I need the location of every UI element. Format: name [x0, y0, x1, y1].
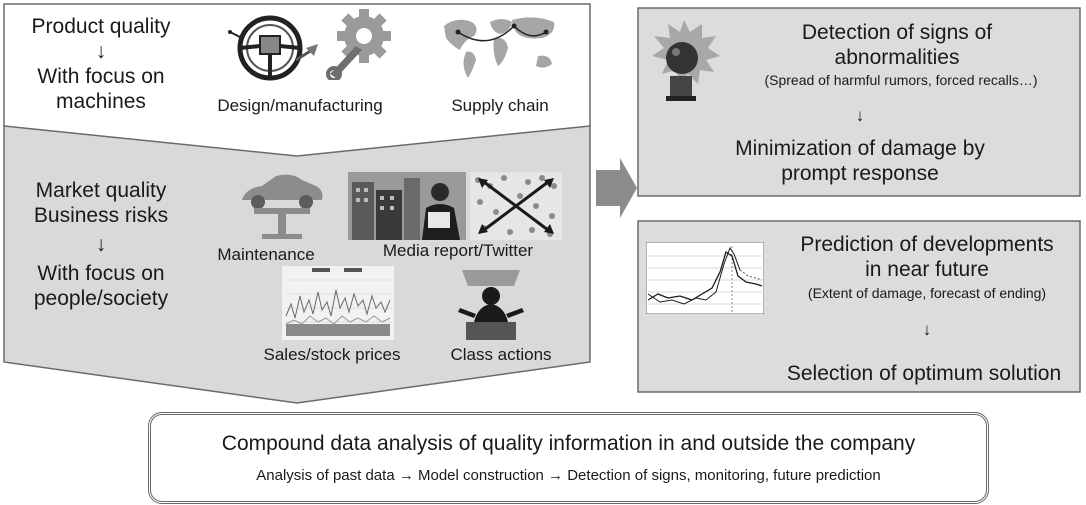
class-action-icon — [458, 270, 524, 340]
wrench-gear-icon — [326, 9, 391, 80]
car-lift-icon — [242, 174, 323, 239]
design-manufacturing-label: Design/manufacturing — [217, 96, 383, 115]
forecast-chart-thumbnail — [646, 242, 764, 314]
result-line-1: Minimization of damage by — [735, 137, 985, 160]
world-map-icon — [444, 17, 555, 78]
optimum-solution-text: Selection of optimum solution — [786, 362, 1062, 385]
prediction-title: Prediction of developments in near futur… — [772, 232, 1082, 282]
title-line: With focus on — [37, 262, 165, 285]
social-network-icon — [470, 172, 562, 240]
minimization-text: Minimization of damage by prompt respons… — [640, 136, 1080, 186]
down-arrow: ↓ — [95, 233, 107, 256]
prediction-line-2: in near future — [865, 258, 989, 281]
compound-analysis-title: Compound data analysis of quality inform… — [221, 432, 916, 455]
title-line: Market quality — [35, 179, 167, 202]
result-line-2: prompt response — [781, 162, 939, 185]
class-actions-label: Class actions — [450, 345, 552, 364]
prediction-down-arrow: ↓ — [922, 320, 932, 339]
media-report-label: Media report/Twitter — [382, 241, 534, 260]
compound-analysis-box: Compound data analysis of quality inform… — [148, 412, 989, 504]
product-quality-title: Product quality ↓ With focus on machines — [8, 14, 194, 114]
flow-arrow — [596, 158, 637, 218]
prediction-detail: (Extent of damage, forecast of ending) — [807, 285, 1047, 301]
supply-chain-label: Supply chain — [451, 96, 549, 115]
market-quality-title: Market quality Business risks ↓ With foc… — [8, 178, 194, 311]
prediction-line-1: Prediction of developments — [800, 233, 1054, 256]
title-line: machines — [56, 90, 146, 113]
title-line: Business risks — [33, 204, 169, 227]
compound-analysis-subtitle: Analysis of past data → Model constructi… — [256, 467, 881, 484]
title-line: With focus on — [37, 65, 165, 88]
maintenance-label: Maintenance — [217, 245, 315, 264]
stock-chart-thumbnail — [282, 266, 394, 340]
down-arrow: ↓ — [95, 40, 107, 63]
alarm-bell-icon — [652, 20, 720, 101]
media-businessman-image — [348, 172, 466, 240]
product-quality-panel — [3, 3, 591, 157]
steering-wheel-icon — [228, 15, 318, 81]
title-line: Product quality — [31, 15, 171, 38]
detection-line-2: abnormalities — [834, 46, 960, 69]
sales-stock-label: Sales/stock prices — [263, 345, 401, 364]
title-line: people/society — [33, 287, 169, 310]
detection-title: Detection of signs of abnormalities — [722, 20, 1072, 70]
detection-line-1: Detection of signs of — [801, 21, 993, 44]
detection-detail: (Spread of harmful rumors, forced recall… — [764, 72, 1038, 88]
detection-down-arrow: ↓ — [855, 106, 865, 125]
